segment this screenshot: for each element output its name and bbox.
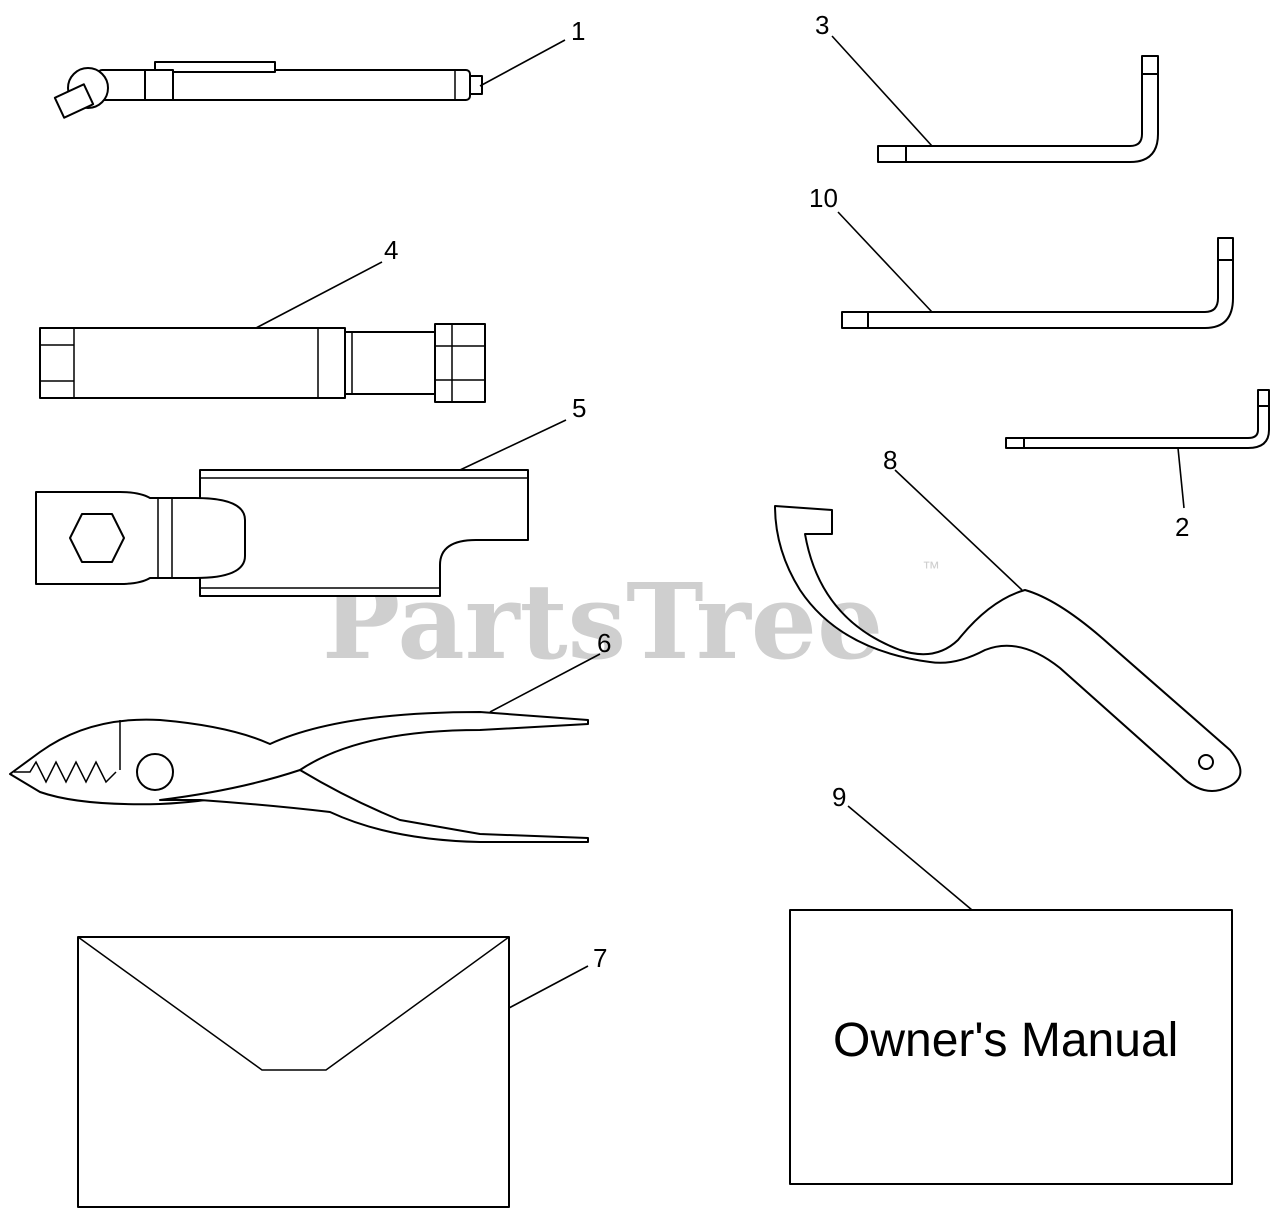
- callout-1: 1: [571, 16, 585, 46]
- watermark-tm: ™: [922, 558, 940, 578]
- callout-9: 9: [832, 782, 846, 812]
- manual-title: Owner's Manual: [833, 1014, 1178, 1067]
- part-4-spark-plug-socket[interactable]: [39, 323, 486, 403]
- leader-lines: [255, 35, 1185, 1009]
- part-5-wrench[interactable]: [35, 469, 529, 597]
- part-9-owners-manual[interactable]: Owner's Manual: [789, 909, 1233, 1185]
- callout-7: 7: [593, 943, 607, 973]
- callout-3: 3: [815, 10, 829, 40]
- callout-4: 4: [384, 235, 398, 265]
- part-1-handle[interactable]: [53, 61, 483, 119]
- part-7-envelope[interactable]: [77, 936, 510, 1208]
- callout-8: 8: [883, 445, 897, 475]
- part-6-pliers[interactable]: [9, 711, 589, 843]
- callout-5: 5: [572, 393, 586, 423]
- part-10-hex-key[interactable]: [841, 237, 1234, 329]
- callout-2: 2: [1175, 512, 1189, 542]
- part-2-hex-key[interactable]: [1005, 389, 1270, 449]
- callout-6: 6: [597, 628, 611, 658]
- callout-10: 10: [809, 183, 838, 213]
- part-3-hex-key[interactable]: [877, 55, 1159, 163]
- part-8-spanner-wrench[interactable]: [774, 505, 1242, 792]
